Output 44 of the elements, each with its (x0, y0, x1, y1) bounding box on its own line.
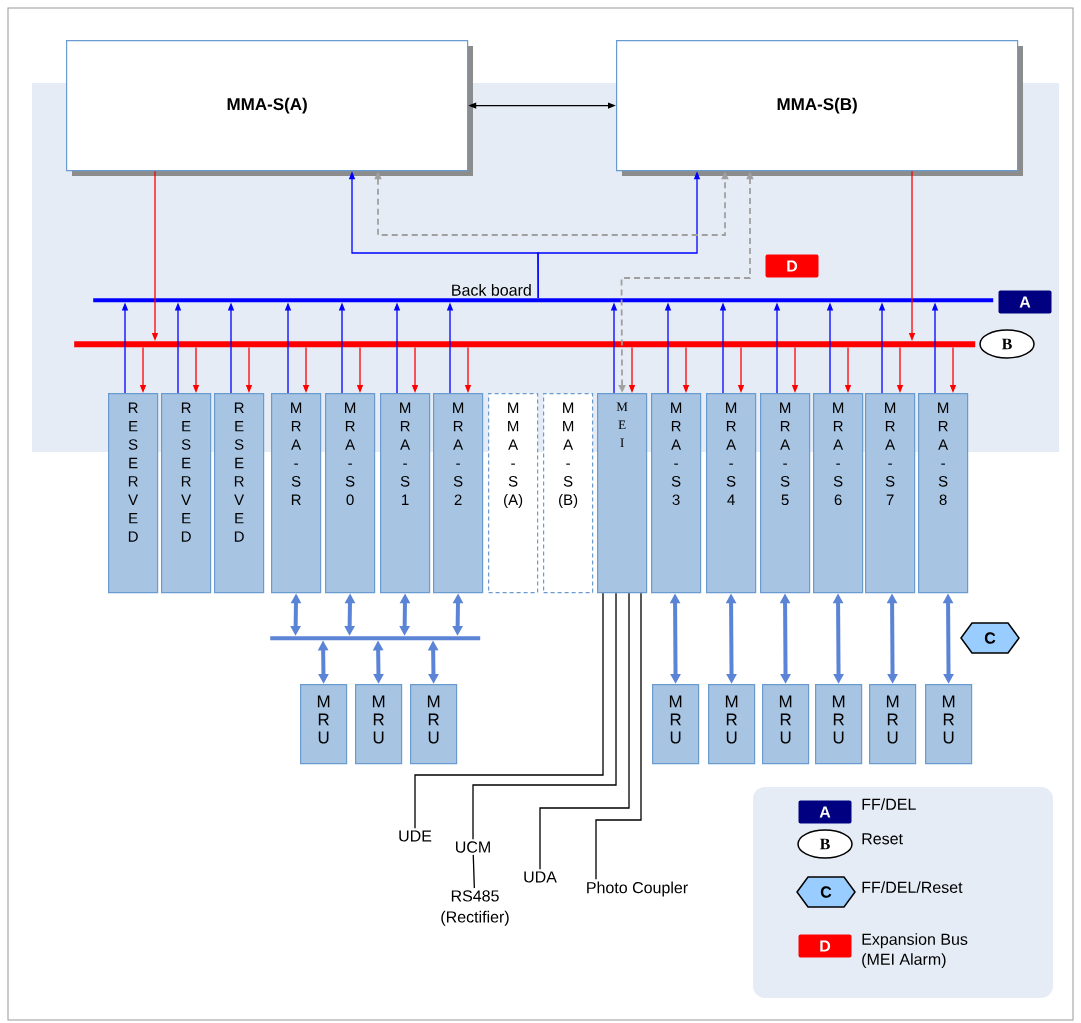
card-box: M R A - S 3 (651, 393, 702, 594)
card-box: R E S E R V E D (108, 393, 159, 594)
port-label: RS485 (Rectifier) (441, 890, 509, 926)
legend-text: Expansion Bus (MEI Alarm) (862, 933, 968, 969)
unit-box: M R U (410, 684, 458, 765)
board-label: Back board (452, 284, 531, 296)
unit-box: M R U (869, 684, 917, 765)
card-box: R E S E R V E D (214, 393, 265, 594)
port-label: UCM (456, 841, 490, 853)
connector-line (414, 592, 604, 829)
legend-text: FF/DEL (862, 798, 916, 810)
connector-line (472, 592, 617, 840)
slot-box: M M A - S (B) (543, 393, 594, 594)
connector-line (472, 854, 475, 889)
card-box: M R A - S 1 (380, 393, 431, 594)
unit-box: M R U (762, 684, 810, 765)
card-box: M R A - S 8 (918, 393, 969, 594)
port-label: UDE (399, 830, 432, 842)
card-box: M E I (597, 393, 648, 594)
module-box: MMA-S(B) (616, 40, 1023, 176)
port-label: Photo Coupler (587, 881, 688, 897)
port-label: UDA (524, 871, 557, 883)
card-box: M R A - S R (271, 393, 322, 594)
unit-box: M R U (925, 684, 973, 765)
legend-text: FF/DEL/Reset (862, 881, 963, 893)
connector-line (539, 592, 630, 870)
card-box: M R A - S 6 (813, 393, 864, 594)
signal-badge: B (979, 329, 1035, 359)
unit-box: M R U (300, 684, 348, 765)
unit-box: M R U (355, 684, 403, 765)
card-box: R E S E R V E D (161, 393, 212, 594)
legend-text: Reset (862, 833, 903, 845)
card-box: M R A - S 7 (865, 393, 916, 594)
signal-badge: C (960, 622, 1020, 654)
connector-line (595, 592, 642, 880)
unit-box: M R U (815, 684, 863, 765)
unit-box: M R U (652, 684, 700, 765)
card-box: M R A - S 4 (706, 393, 757, 594)
card-box: M R A - S 0 (325, 393, 376, 594)
card-box: M R A - S 2 (433, 393, 484, 594)
module-box: MMA-S(A) (66, 40, 473, 176)
slot-box: M M A - S (A) (488, 393, 539, 594)
unit-box: M R U (708, 684, 756, 765)
card-box: M R A - S 5 (760, 393, 811, 594)
